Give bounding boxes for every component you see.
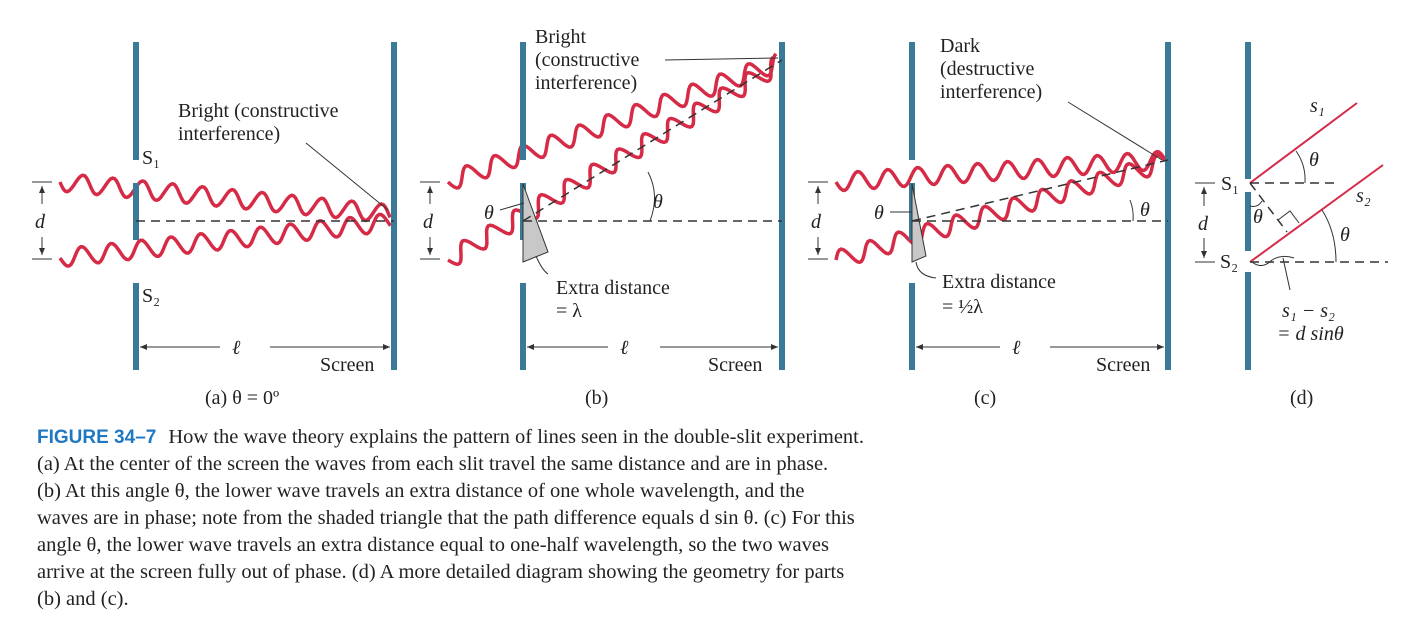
d-label: d [811, 211, 822, 233]
panel-caption-b: (b) [585, 387, 608, 409]
panel-a: Bright (constructive interference) S₁ S₂… [32, 42, 397, 409]
ell-label: ℓ [620, 337, 629, 359]
panel-b: Bright (constructive interference) θ θ E… [420, 26, 785, 409]
annotation-text: (destructive [940, 58, 1035, 80]
d-label: d [423, 211, 434, 233]
panel-caption-d: (d) [1290, 387, 1313, 409]
s1-ray-label: s₁ [1310, 95, 1325, 117]
theta-label: θ [1340, 224, 1350, 246]
panel-caption-a: (a) θ = 0º [205, 387, 279, 409]
theta-label: θ [1309, 149, 1319, 171]
extra-distance-value: = ½λ [942, 296, 983, 318]
slit-label-s2: S₂ [142, 285, 160, 307]
formula-text: s₁ − s₂ [1282, 300, 1335, 322]
theta-label: θ [874, 202, 884, 224]
formula-text: = d sinθ [1277, 323, 1344, 345]
annotation-text: Bright [535, 26, 587, 48]
shaded-triangle [522, 183, 549, 263]
ell-label: ℓ [1012, 337, 1021, 359]
slit-label-s2: S₂ [1220, 251, 1238, 273]
screen-label: Screen [1096, 354, 1150, 376]
caption-line: FIGURE 34–7 How the wave theory explains … [37, 424, 864, 451]
panel-d: s₁ s₂ S₁ S₂ θ θ θ d s₁ − s₂ = d sinθ (d) [1195, 42, 1388, 409]
caption-line: angle θ, the lower wave travels an extra… [37, 534, 829, 556]
light-wave [834, 153, 1167, 265]
caption-line: (b) and (c). [37, 588, 129, 610]
shaded-triangle [911, 183, 927, 263]
theta-label: θ [653, 191, 663, 213]
annotation-text: interference) [178, 123, 280, 145]
ell-label: ℓ [232, 337, 241, 359]
extra-distance-label: Extra distance [556, 277, 670, 299]
annotation-text: interference) [940, 81, 1042, 103]
ray-s1 [1249, 102, 1358, 184]
light-wave [58, 173, 392, 223]
annotation-text: Bright (constructive [178, 100, 339, 122]
screen-label: Screen [320, 354, 374, 376]
slit-label-s1: S₁ [1221, 173, 1239, 195]
figure-label: FIGURE 34–7 [37, 427, 157, 448]
light-wave [446, 52, 778, 190]
light-wave [834, 149, 1167, 193]
extra-distance-value: = λ [556, 300, 582, 322]
caption-line: (a) At the center of the screen the wave… [37, 453, 829, 475]
screen-label: Screen [708, 354, 762, 376]
figure-caption: FIGURE 34–7 How the wave theory explains … [37, 424, 864, 613]
extra-distance-label: Extra distance [942, 271, 1056, 293]
caption-line: arrive at the screen fully out of phase.… [37, 561, 845, 583]
s2-ray-label: s₂ [1356, 185, 1371, 207]
annotation-text: interference) [535, 72, 637, 94]
light-wave [58, 212, 392, 268]
annotation-text: (constructive [535, 49, 640, 71]
d-label: d [1198, 213, 1209, 235]
annotation-text: Dark [940, 35, 980, 57]
panel-c: Dark (destructive interference) θ θ Extr… [808, 35, 1171, 409]
slit-label-s1: S₁ [142, 147, 160, 169]
caption-line: (b) At this angle θ, the lower wave trav… [37, 480, 805, 502]
d-label: d [35, 211, 46, 233]
panel-caption-c: (c) [974, 387, 996, 409]
theta-label: θ [1253, 206, 1263, 228]
theta-label: θ [1140, 199, 1150, 221]
theta-label: θ [484, 202, 494, 224]
annotation-pointer [305, 142, 389, 211]
ray-s2 [1249, 164, 1384, 263]
caption-line: waves are in phase; note from the shaded… [37, 507, 855, 529]
caption-text: How the wave theory explains the pattern… [168, 426, 864, 448]
light-wave [447, 55, 775, 267]
